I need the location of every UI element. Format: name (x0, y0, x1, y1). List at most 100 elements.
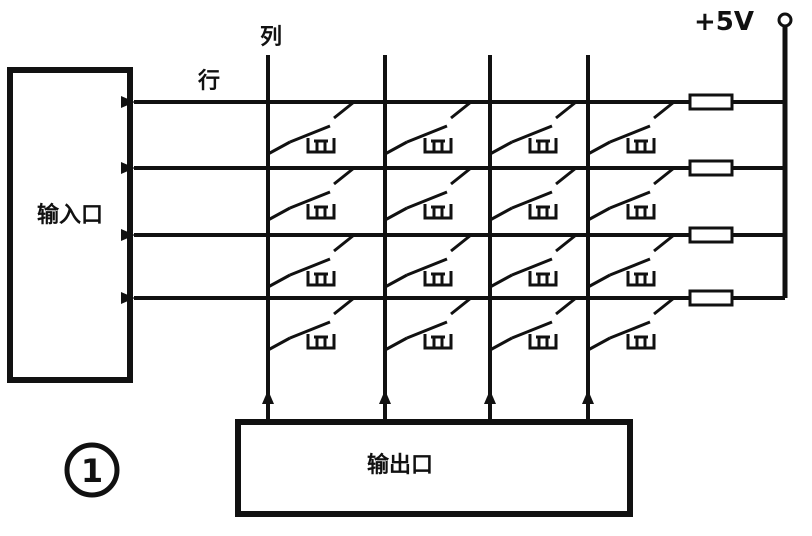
key-cap-icon (423, 204, 453, 220)
key-cap-icon (626, 138, 656, 154)
switch-upper-contact (450, 100, 472, 120)
switch-upper-contact (653, 233, 675, 253)
switch-lower-contact (587, 140, 611, 156)
switch-lever (289, 190, 331, 210)
switch-lower-contact (489, 273, 513, 289)
key-switch (267, 233, 355, 289)
key-switches (267, 100, 675, 352)
switch-lower-contact (384, 273, 408, 289)
switch-upper-contact (450, 296, 472, 316)
key-switch (384, 233, 472, 289)
switch-lever (406, 190, 448, 210)
switch-upper-contact (555, 233, 577, 253)
key-cap-icon (528, 138, 558, 154)
switch-lower-contact (587, 206, 611, 222)
switch-lower-contact (267, 336, 291, 352)
switch-upper-contact (555, 166, 577, 186)
key-cap-icon (528, 271, 558, 287)
switch-lever (289, 320, 331, 340)
column-label: 列 (260, 25, 282, 50)
key-switch (489, 296, 577, 352)
switch-lever (406, 124, 448, 144)
switch-lever (609, 124, 651, 144)
pull-up-resistor (688, 289, 734, 307)
switch-lower-contact (267, 206, 291, 222)
key-cap-icon (306, 271, 336, 287)
switch-lever (511, 257, 553, 277)
figure-number-circle (64, 442, 120, 498)
switch-lever (511, 190, 553, 210)
switch-upper-contact (333, 296, 355, 316)
input-port-block: 输入口 (7, 67, 133, 383)
key-switch (384, 100, 472, 156)
row-lines (121, 96, 690, 304)
switch-lever (609, 320, 651, 340)
switch-upper-contact (653, 166, 675, 186)
switch-lower-contact (267, 140, 291, 156)
switch-lower-contact (489, 206, 513, 222)
pull-up-resistor (688, 93, 734, 111)
key-switch (587, 233, 675, 289)
switch-lever (609, 190, 651, 210)
key-switch (489, 233, 577, 289)
key-cap-icon (626, 271, 656, 287)
key-switch (267, 166, 355, 222)
key-cap-icon (528, 334, 558, 350)
output-port-box (235, 419, 633, 517)
key-cap-icon (626, 204, 656, 220)
key-switch (587, 166, 675, 222)
supply-terminal: +5V (694, 7, 793, 298)
switch-upper-contact (653, 296, 675, 316)
key-cap-icon (306, 138, 336, 154)
key-cap-icon (423, 138, 453, 154)
switch-lower-contact (384, 336, 408, 352)
switch-lower-contact (587, 273, 611, 289)
switch-lever (406, 257, 448, 277)
column-arrow (582, 390, 594, 404)
switch-lever (609, 257, 651, 277)
key-switch (384, 296, 472, 352)
output-port-label: 输出口 (367, 452, 433, 478)
column-arrow (484, 390, 496, 404)
pull-up-resistor (688, 159, 734, 177)
switch-upper-contact (450, 166, 472, 186)
input-port-label: 输入口 (37, 202, 103, 228)
switch-upper-contact (333, 166, 355, 186)
key-switch (384, 166, 472, 222)
key-switch (489, 100, 577, 156)
column-lines (262, 55, 594, 419)
switch-lower-contact (384, 140, 408, 156)
figure-number-badge: 1 (64, 442, 120, 498)
switch-lower-contact (489, 140, 513, 156)
output-port-block: 输出口 (235, 419, 633, 517)
key-switch (489, 166, 577, 222)
column-arrow (379, 390, 391, 404)
switch-lever (511, 124, 553, 144)
switch-lever (289, 257, 331, 277)
key-cap-icon (423, 271, 453, 287)
switch-lever (289, 124, 331, 144)
switch-upper-contact (333, 100, 355, 120)
switch-lever (511, 320, 553, 340)
input-port-box (7, 67, 133, 383)
switch-upper-contact (450, 233, 472, 253)
key-cap-icon (306, 334, 336, 350)
switch-lower-contact (384, 206, 408, 222)
key-switch (267, 100, 355, 156)
switch-upper-contact (555, 296, 577, 316)
switch-upper-contact (653, 100, 675, 120)
switch-upper-contact (333, 233, 355, 253)
key-cap-icon (306, 204, 336, 220)
key-cap-icon (528, 204, 558, 220)
switch-upper-contact (555, 100, 577, 120)
key-switch (587, 296, 675, 352)
switch-lower-contact (489, 336, 513, 352)
key-switch (267, 296, 355, 352)
column-arrow (262, 390, 274, 404)
supply-label: +5V (694, 7, 754, 37)
pull-up-resistor (688, 226, 734, 244)
switch-lower-contact (267, 273, 291, 289)
pull-up-resistors (688, 93, 785, 307)
supply-terminal-circle (777, 12, 793, 28)
